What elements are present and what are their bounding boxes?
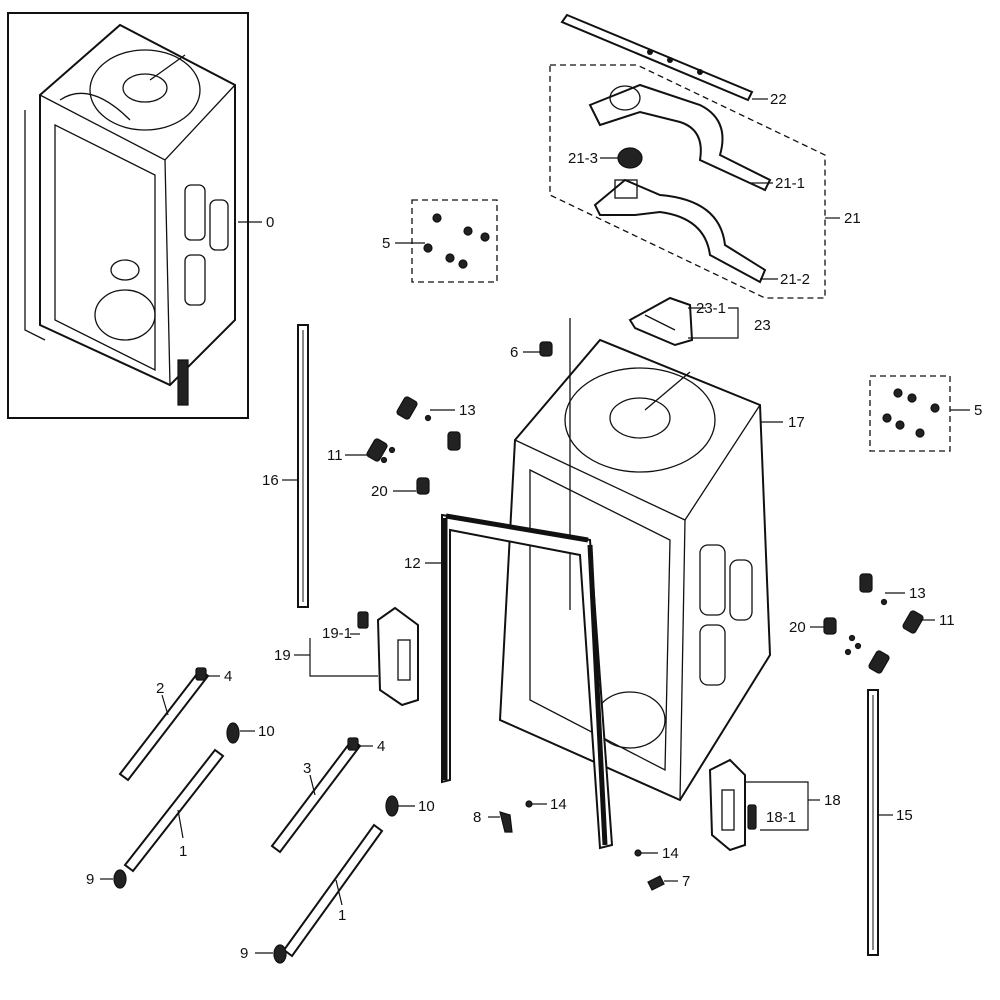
- parts-11-13-20-left: [366, 396, 461, 495]
- part-23-bracket: [628, 296, 694, 347]
- part-17-tub: [498, 318, 772, 802]
- callout-8: 8: [473, 809, 481, 826]
- parts-11-13-20-right: [823, 573, 924, 674]
- leader-lines: [100, 98, 970, 954]
- callout-14-upper: 14: [550, 796, 567, 813]
- part-3-rail: [270, 738, 362, 854]
- part-16-side-strip: [297, 324, 309, 608]
- part-5-fastener-group-right: [869, 375, 951, 452]
- callout-23-1: 23-1: [696, 300, 726, 317]
- callout-13-left: 13: [459, 402, 476, 419]
- callout-7: 7: [682, 873, 690, 890]
- callout-2: 2: [156, 680, 164, 697]
- part-21-2-lower-bracket: [593, 178, 767, 284]
- callout-21: 21: [844, 210, 861, 227]
- callout-14-lower: 14: [662, 845, 679, 862]
- part-6-clip: [539, 341, 553, 357]
- callout-19: 19: [274, 647, 291, 664]
- callout-21-3: 21-3: [568, 150, 598, 167]
- callout-11-right: 11: [939, 612, 955, 629]
- callout-18: 18: [824, 792, 841, 809]
- callout-20-left: 20: [371, 483, 388, 500]
- part-19-hinge: [357, 606, 419, 707]
- part-12-door-gasket: [441, 513, 614, 850]
- parts-7-8-14: [499, 800, 665, 891]
- callout-17: 17: [788, 414, 805, 431]
- callout-23: 23: [754, 317, 771, 334]
- callout-labels: 0 22 21-1 21-3 21-2 21 5 5 23-1 23 6 17 …: [86, 91, 982, 962]
- part-1-rail-left: [123, 748, 225, 873]
- callout-10-left: 10: [258, 723, 275, 740]
- parts-4-10-9: [113, 667, 399, 964]
- assembled-tub-illustration: [24, 23, 236, 406]
- callout-10-right: 10: [418, 798, 435, 815]
- callout-6: 6: [510, 344, 518, 361]
- part-21-group: [549, 64, 826, 299]
- callout-5-right: 5: [974, 402, 982, 419]
- callout-21-2: 21-2: [780, 271, 810, 288]
- callout-4-left: 4: [224, 668, 232, 685]
- callout-0: 0: [266, 214, 274, 231]
- callout-1-left: 1: [179, 843, 187, 860]
- callout-4-right: 4: [377, 738, 385, 755]
- callout-3: 3: [303, 760, 311, 777]
- callout-13-right: 13: [909, 585, 926, 602]
- part-21-3-knob: [617, 147, 643, 169]
- callout-21-1: 21-1: [775, 175, 805, 192]
- part-1-rail-right: [282, 823, 384, 958]
- callout-15: 15: [896, 807, 913, 824]
- callout-9-left: 9: [86, 871, 94, 888]
- part-21-1-upper-bracket: [588, 83, 772, 192]
- part-18-hinge: [708, 758, 757, 852]
- callout-19-1: 19-1: [322, 625, 352, 642]
- callout-22: 22: [770, 91, 787, 108]
- callout-5-left: 5: [382, 235, 390, 252]
- callout-9-right: 9: [240, 945, 248, 962]
- callout-12: 12: [404, 555, 421, 572]
- callout-16: 16: [262, 472, 279, 489]
- callout-1-right: 1: [338, 907, 346, 924]
- part-22-top-rail: [560, 13, 754, 102]
- assembly-inset: [7, 12, 249, 419]
- part-5-fastener-group-left: [411, 199, 498, 283]
- callout-20-right: 20: [789, 619, 806, 636]
- part-15-side-strip: [867, 689, 879, 956]
- callout-18-1: 18-1: [766, 809, 796, 826]
- callout-11-left: 11: [327, 447, 343, 464]
